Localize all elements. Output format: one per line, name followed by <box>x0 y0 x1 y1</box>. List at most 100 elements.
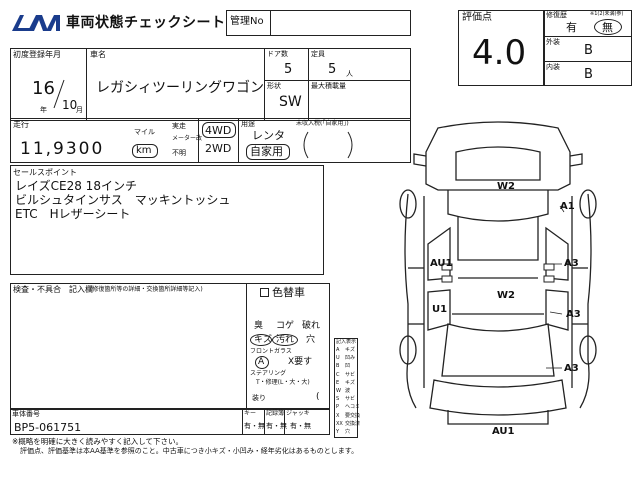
capacity-unit: 人 <box>346 70 353 78</box>
mark-au1-left: AU1 <box>430 258 453 269</box>
car-diagram <box>399 121 597 425</box>
legend-desc: キズ <box>345 379 356 386</box>
date-slash <box>53 79 65 109</box>
unpaid-label: 未収入税(「自家用」) <box>296 120 349 127</box>
legend-code: E <box>336 379 340 386</box>
key-label: キー <box>244 410 257 417</box>
check-burn: コゲ <box>276 321 295 331</box>
mark-au1-bottom: AU1 <box>492 426 515 437</box>
legend-code: W <box>336 388 341 394</box>
book-label: 記録簿 <box>266 410 285 417</box>
doors-label: ドア数 <box>267 50 288 58</box>
chassis-label: 車体番号 <box>12 410 40 418</box>
color-change-checkbox[interactable] <box>260 288 269 297</box>
legend-code: Y <box>336 429 340 435</box>
legend-code: B <box>336 363 340 370</box>
seat-label: ステアリング <box>250 370 287 377</box>
inspection-note: (修復箇所等の詳細・交換箇所詳細等記入) <box>90 286 203 293</box>
legend-desc: 波 <box>345 388 351 394</box>
damage-label: 装り <box>252 394 266 402</box>
exterior-value: B <box>584 43 593 58</box>
kanri-box <box>226 10 411 36</box>
repair-box <box>544 10 632 86</box>
shape-label: 形状 <box>267 82 281 90</box>
grade-label: 評価点 <box>462 12 492 23</box>
sales-line-1: レイズCE28 18インチ <box>15 179 137 193</box>
use-label: 用途 <box>241 120 255 128</box>
interior-check-box <box>246 283 330 409</box>
mark-a3-right-mid: A3 <box>566 309 581 320</box>
capacity-value: 5 <box>328 62 337 77</box>
legend-code: U <box>336 355 340 362</box>
reg-year: 16 <box>32 78 55 99</box>
car-info-box <box>10 48 411 121</box>
front-glass-a: A <box>258 357 265 367</box>
reg-month-unit: 月 <box>76 106 83 114</box>
legend-code: XX <box>336 420 343 427</box>
legend-desc: サビ <box>345 396 356 403</box>
unit-km: km <box>136 145 152 156</box>
use-private: 自家用 <box>250 145 283 158</box>
drive-4wd: 4WD <box>205 124 232 137</box>
legend-desc: 凹み <box>345 355 356 362</box>
check-hole: 穴 <box>306 335 316 345</box>
repair-nashi-circle <box>594 19 622 35</box>
legend-desc: 交換済 <box>345 420 361 427</box>
check-odor: 臭 <box>254 321 264 331</box>
legend-box <box>334 338 358 438</box>
legend-desc: 穴 <box>345 429 351 435</box>
use-private-circle <box>246 144 290 160</box>
chassis-row <box>10 409 330 435</box>
sales-point-label: セールスポイント <box>13 168 77 177</box>
reg-label: 初度登録年月 <box>13 50 61 59</box>
sheet-title: 車両状態チェックシート <box>66 15 226 31</box>
drive-2wd: 2WD <box>205 142 232 155</box>
key-values: 有・無 <box>244 422 265 430</box>
mileage-box <box>10 118 411 163</box>
check-dirt-circle <box>272 334 298 346</box>
mark-a1-right: A1 <box>560 201 575 212</box>
legend-code: S <box>336 396 340 403</box>
kanri-label: 管理No <box>230 16 264 27</box>
grade-box <box>458 10 544 86</box>
shape-value: SW <box>279 94 302 110</box>
car-name: レガシィツーリングワゴン <box>96 80 264 96</box>
mileage-opt1: 実走 <box>172 122 186 130</box>
legend-title: 記入表示 <box>336 339 357 345</box>
check-scratch: キズ <box>254 335 273 345</box>
doors-value: 5 <box>284 62 293 77</box>
mileage-opt2: メーター改 <box>172 135 203 142</box>
legend-desc: 凹 <box>345 363 351 370</box>
sales-line-2: ビルシュタインサス マッキントッシュ <box>15 193 231 207</box>
inspection-label: 検査・不具合 記入欄 <box>13 285 93 294</box>
check-dirt: 汚れ <box>276 335 295 345</box>
legend-code: P <box>336 404 340 411</box>
sales-point-box <box>10 165 324 275</box>
capacity-label: 定員 <box>311 50 325 58</box>
unit-km-circle <box>132 144 158 158</box>
legend-desc: キズ <box>345 347 356 353</box>
chassis-value: BP5-061751 <box>14 421 82 434</box>
book-values: 有・無 <box>266 422 287 430</box>
check-scratch-circle <box>250 334 272 346</box>
drive-4wd-circle <box>202 122 236 138</box>
name-label: 車名 <box>90 50 106 59</box>
unpaid-parens <box>303 131 353 159</box>
interior-value: B <box>584 67 593 82</box>
mark-a3-right-lower: A3 <box>564 363 579 374</box>
repair-note: ※1(2)未満(参) <box>590 11 624 17</box>
logo <box>10 11 62 35</box>
mark-w2-top: W2 <box>497 181 515 192</box>
legend-code: A <box>336 347 340 353</box>
repair-nashi: 無 <box>602 21 613 34</box>
mark-w2-center: W2 <box>497 290 515 301</box>
jack-values: 有・無 <box>290 422 311 430</box>
seat-note: T・修理(L・大・大) <box>256 379 310 386</box>
repair-label: 修復歴 <box>546 11 567 19</box>
legend-code: C <box>336 371 340 378</box>
unit-mile: マイル <box>134 128 155 136</box>
sales-line-3: ETC Hレザーシート <box>15 207 131 221</box>
mileage-value: 11,9300 <box>20 139 105 159</box>
reg-year-unit: 年 <box>40 106 47 114</box>
repair-ari: 有 <box>566 21 577 34</box>
